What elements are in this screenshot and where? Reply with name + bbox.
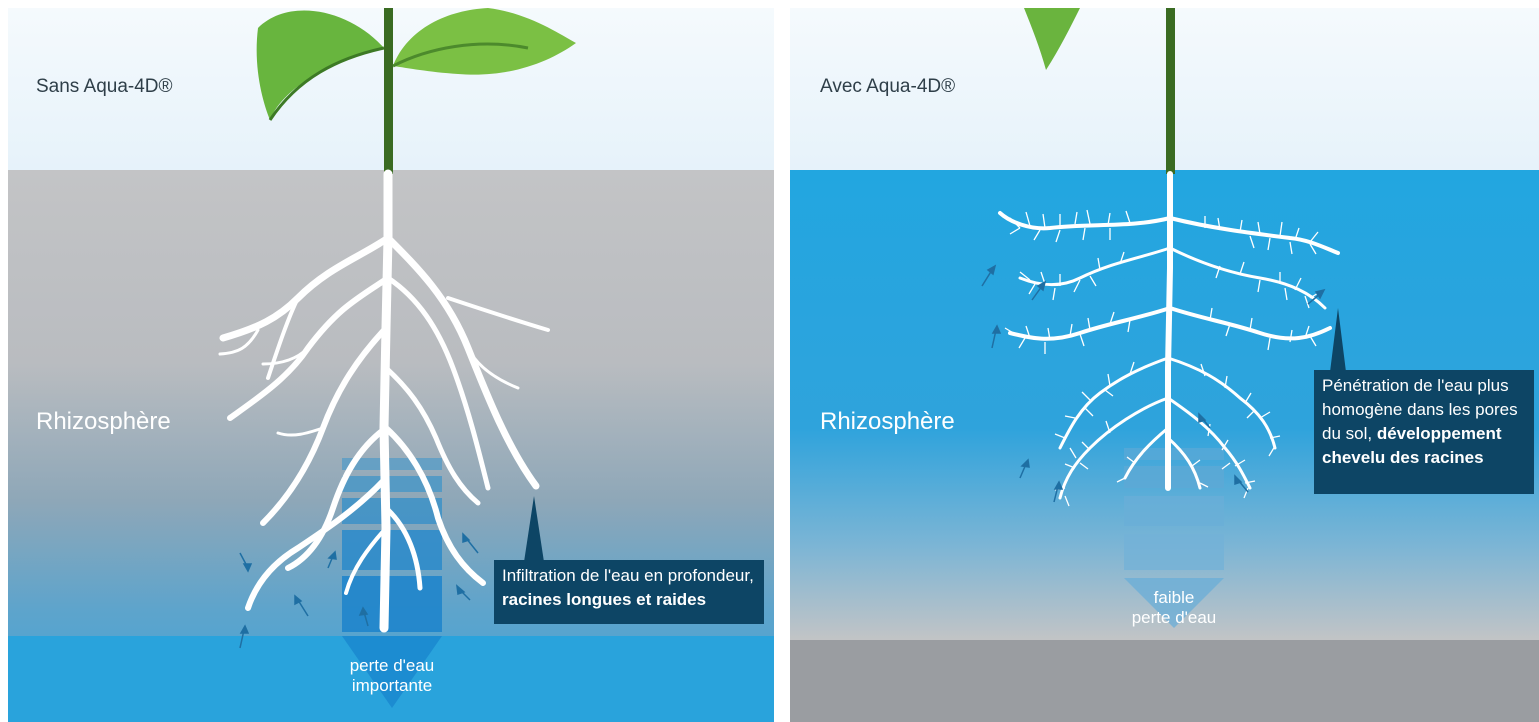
panel-with-aqua4d: Avec Aqua-4D® Rhizosphère Pénétration de… <box>790 8 1539 722</box>
roots <box>998 171 1340 500</box>
callout-box: Pénétration de l'eau plus homogène dans … <box>1314 370 1534 494</box>
panel-title: Avec Aqua-4D® <box>820 76 956 97</box>
stem <box>384 8 393 174</box>
right-illustration <box>790 8 1539 722</box>
water-column <box>1124 448 1224 628</box>
water-loss-line2: perte d'eau <box>1131 608 1217 627</box>
root-hairs <box>1004 209 1331 507</box>
callout-pointer <box>524 496 544 562</box>
callout-line3-bold: développement <box>1376 424 1502 443</box>
callout-text-bold: racines longues et raides <box>502 590 707 609</box>
deep-soil <box>790 640 1539 722</box>
left-illustration <box>8 8 774 722</box>
callout-text: Infiltration de l'eau en profondeur, <box>502 566 754 585</box>
callout-line4: chevelu des racines <box>1322 448 1484 467</box>
sky <box>790 8 1539 170</box>
callout-box: Infiltration de l'eau en profondeur, rac… <box>494 560 764 624</box>
water-loss-arrow <box>1124 578 1224 628</box>
callout-line2: homogène dans les pores <box>1322 400 1518 419</box>
water-loss-label: perte d'eau importante <box>322 656 462 696</box>
water-loss-line1: perte d'eau <box>349 656 435 675</box>
callout-line1: Pénétration de l'eau plus <box>1322 376 1509 395</box>
leaf-right <box>393 8 576 75</box>
water-flow-arrows <box>239 532 479 649</box>
water-flow-arrows <box>981 264 1326 503</box>
zone-label: Rhizosphère <box>820 408 955 435</box>
water-loss-arrow <box>342 636 442 708</box>
panel-without-aqua4d: Sans Aqua-4D® Rhizosphère Infiltration d… <box>8 8 774 722</box>
callout-line3: du sol, développement <box>1322 422 1526 446</box>
leaf-left <box>256 10 384 120</box>
water-loss-line2: importante <box>351 676 433 695</box>
panel-title: Sans Aqua-4D® <box>36 76 173 97</box>
water-loss-line1: faible <box>1153 588 1195 607</box>
zone-label: Rhizosphère <box>36 408 171 435</box>
leaf <box>1024 8 1080 70</box>
stem <box>1166 8 1175 174</box>
callout-pointer <box>1330 308 1346 372</box>
water-loss-label: faible perte d'eau <box>1104 588 1244 628</box>
callout-line3-normal: du sol, <box>1322 424 1377 443</box>
roots <box>218 169 550 633</box>
